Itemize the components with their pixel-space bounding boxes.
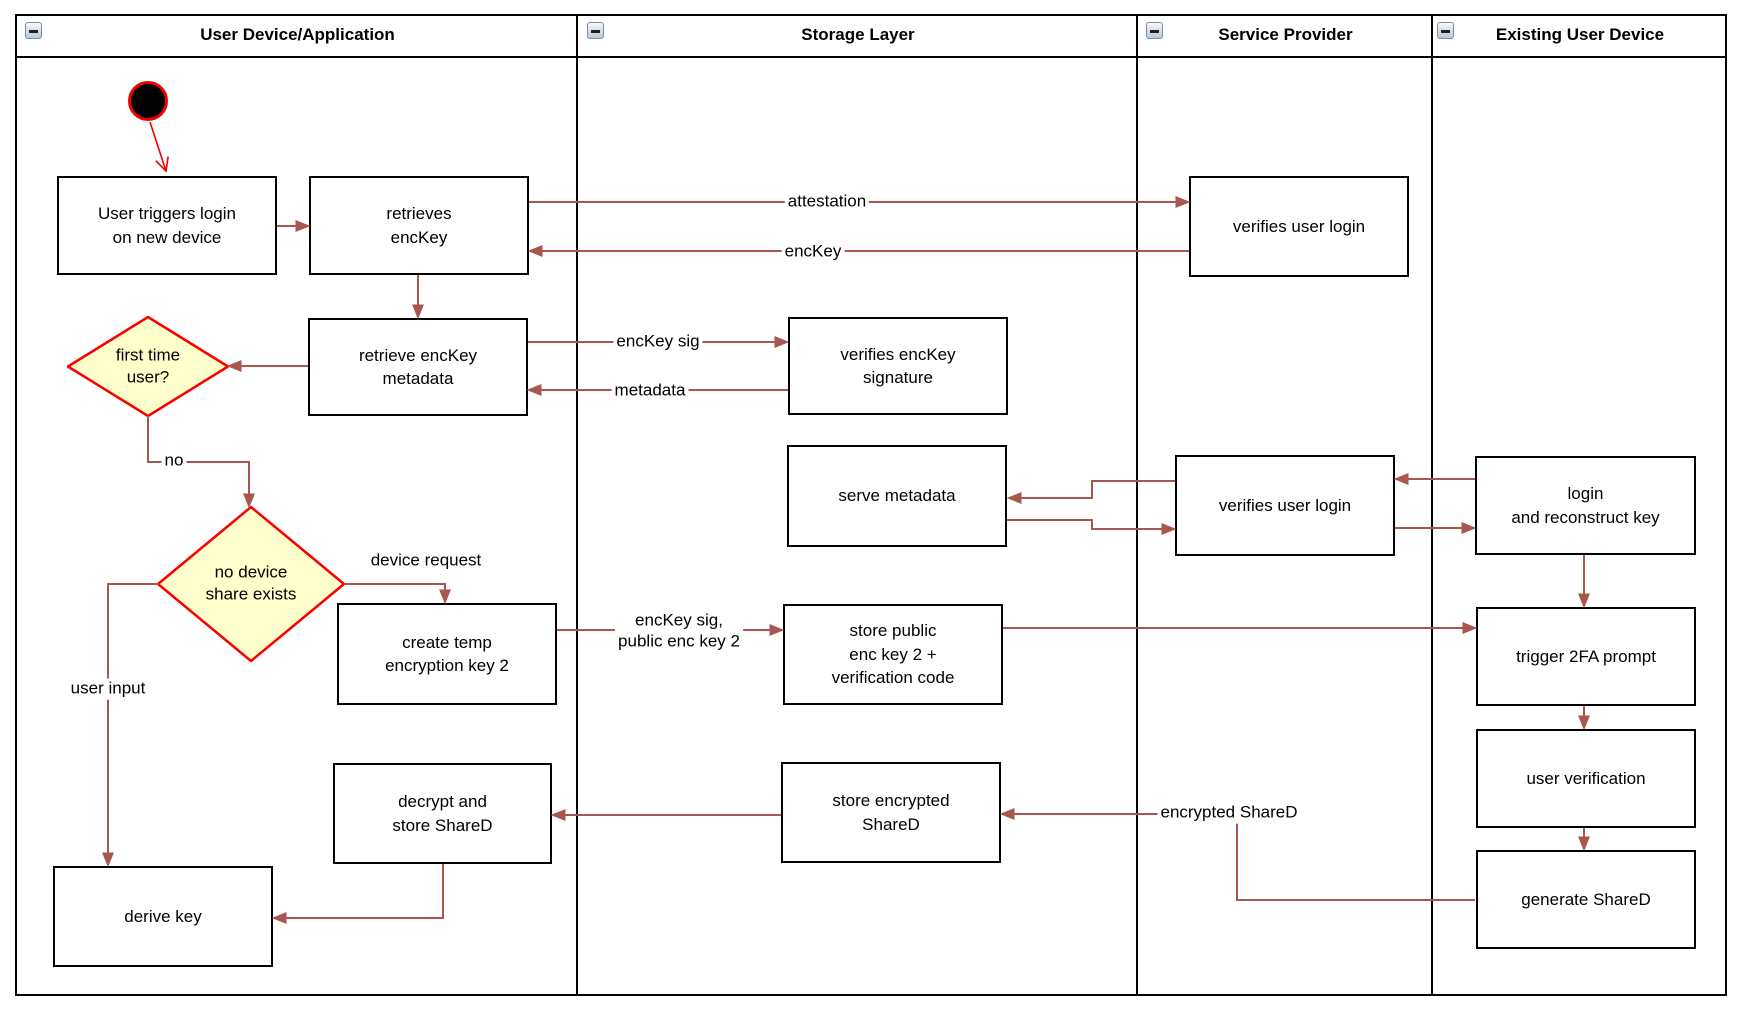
edge-label-enckey-sig-public-enc-key-2: encKey sig, public enc key 2 [615, 610, 743, 652]
collapse-lane-icon[interactable] [1437, 22, 1454, 39]
node-serve-metadata[interactable]: serve metadata [787, 445, 1007, 547]
node-login-and-reconstruct-key[interactable]: login and reconstruct key [1475, 456, 1696, 555]
node-verifies-user-login-mid[interactable]: verifies user login [1175, 455, 1395, 556]
node-user-verification[interactable]: user verification [1476, 729, 1696, 828]
collapse-lane-icon[interactable] [1146, 22, 1163, 39]
node-generate-shared[interactable]: generate ShareD [1476, 850, 1696, 949]
collapse-lane-icon[interactable] [587, 22, 604, 39]
node-retrieves-enckey[interactable]: retrieves encKey [309, 176, 529, 275]
start-node[interactable] [128, 81, 168, 121]
edge-label-enckey-sig: encKey sig [613, 331, 703, 353]
lane-title-user-device: User Device/Application [200, 25, 395, 44]
lane-title-service-provider: Service Provider [1218, 25, 1353, 44]
edge-label-enckey: encKey [781, 241, 845, 263]
lane-title-existing-device: Existing User Device [1495, 25, 1665, 44]
node-retrieve-enckey-metadata[interactable]: retrieve encKey metadata [308, 318, 528, 416]
lane-title-storage-layer: Storage Layer [801, 25, 915, 44]
diagram-frame [15, 14, 1727, 996]
edge-label-encrypted-shared: encrypted ShareD [1157, 802, 1301, 824]
node-user-triggers-login[interactable]: User triggers login on new device [57, 176, 277, 275]
node-verifies-user-login-top[interactable]: verifies user login [1189, 176, 1409, 277]
node-create-temp-encryption-key-2[interactable]: create temp encryption key 2 [337, 603, 557, 705]
lane-divider-1 [576, 14, 578, 996]
node-store-public-enc-key-2[interactable]: store public enc key 2 + verification co… [783, 604, 1003, 705]
node-decrypt-and-store-shared[interactable]: decrypt and store ShareD [333, 763, 552, 864]
node-verifies-enckey-signature[interactable]: verifies encKey signature [788, 317, 1008, 415]
node-store-encrypted-shared[interactable]: store encrypted ShareD [781, 762, 1001, 863]
edge-label-metadata: metadata [611, 380, 689, 402]
header-divider [15, 56, 1727, 58]
node-derive-key[interactable]: derive key [53, 866, 273, 967]
lane-divider-3 [1431, 14, 1433, 996]
node-trigger-2fa-prompt[interactable]: trigger 2FA prompt [1476, 607, 1696, 706]
collapse-lane-icon[interactable] [25, 22, 42, 39]
lane-divider-2 [1136, 14, 1138, 996]
edge-label-no: no [161, 450, 187, 472]
edge-label-attestation: attestation [784, 191, 870, 213]
edge-label-user-input: user input [67, 678, 149, 700]
edge-label-device-request: device request [367, 550, 485, 572]
